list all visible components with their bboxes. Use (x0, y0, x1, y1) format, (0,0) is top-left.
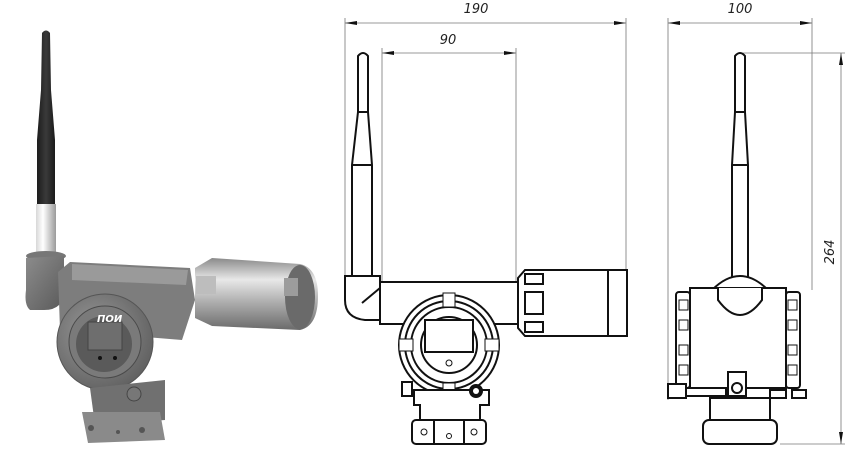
dim-100-label: 100 (728, 2, 753, 17)
antenna-elbow (25, 256, 64, 310)
side-view: 100 264 (667, 2, 845, 445)
isometric-render: ПОИ (25, 30, 318, 443)
brand-label: ПОИ (97, 314, 123, 325)
dim-264-label: 264 (823, 240, 838, 265)
dim-90-label: 90 (440, 33, 457, 48)
mounting-bracket (82, 412, 165, 443)
antenna-black-section (37, 30, 55, 205)
dim-190-label: 190 (464, 2, 489, 17)
antenna-white-section (36, 204, 56, 256)
front-view: 190 90 (344, 2, 628, 445)
lcd-window (87, 321, 123, 351)
